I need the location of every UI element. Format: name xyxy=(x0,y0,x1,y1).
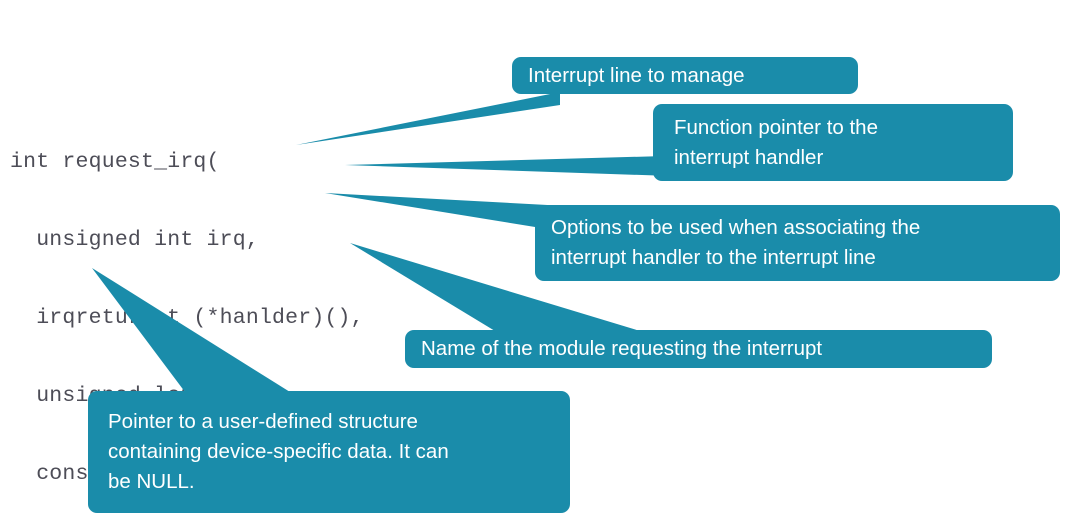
code-line: unsigned int irq, xyxy=(10,228,259,252)
code-line: irqreturn_t (*hanlder)(), xyxy=(10,306,364,330)
callout-flags-line: Options to be used when associating the xyxy=(551,216,921,239)
callout-devname-line: Name of the module requesting the interr… xyxy=(421,337,823,360)
callout-devname: Name of the module requesting the interr… xyxy=(405,330,992,368)
callout-irq-line: Interrupt line to manage xyxy=(528,63,745,87)
callout-devid-line: containing device-specific data. It can xyxy=(108,440,449,463)
callout-handler-line: Function pointer to the xyxy=(674,115,878,139)
callout-irq: Interrupt line to manage xyxy=(512,57,858,94)
callout-flags: Options to be used when associating the … xyxy=(535,205,1060,281)
callout-devid-line: Pointer to a user-defined structure xyxy=(108,410,418,433)
code-line: int request_irq( xyxy=(10,150,220,174)
connector-tail-handler xyxy=(345,155,700,177)
callout-devid: Pointer to a user-defined structure cont… xyxy=(88,391,570,513)
callout-devid-line: be NULL. xyxy=(108,470,195,493)
callout-handler: Function pointer to the interrupt handle… xyxy=(653,104,1013,181)
callout-flags-line: interrupt handler to the interrupt line xyxy=(551,246,876,269)
callout-handler-line: interrupt handler xyxy=(674,145,824,169)
